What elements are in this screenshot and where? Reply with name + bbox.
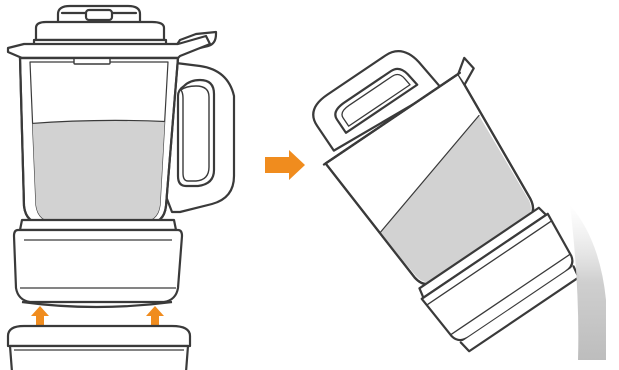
pouring-jug-icon xyxy=(293,19,604,361)
lift-arrow-icon xyxy=(146,306,164,325)
jug-collar xyxy=(14,220,182,307)
pouring-stream-icon xyxy=(570,205,606,360)
jug-liquid xyxy=(20,120,180,230)
blender-base-icon xyxy=(8,326,190,370)
lift-arrow-icon xyxy=(31,306,49,325)
next-step-arrow-icon xyxy=(265,150,305,180)
